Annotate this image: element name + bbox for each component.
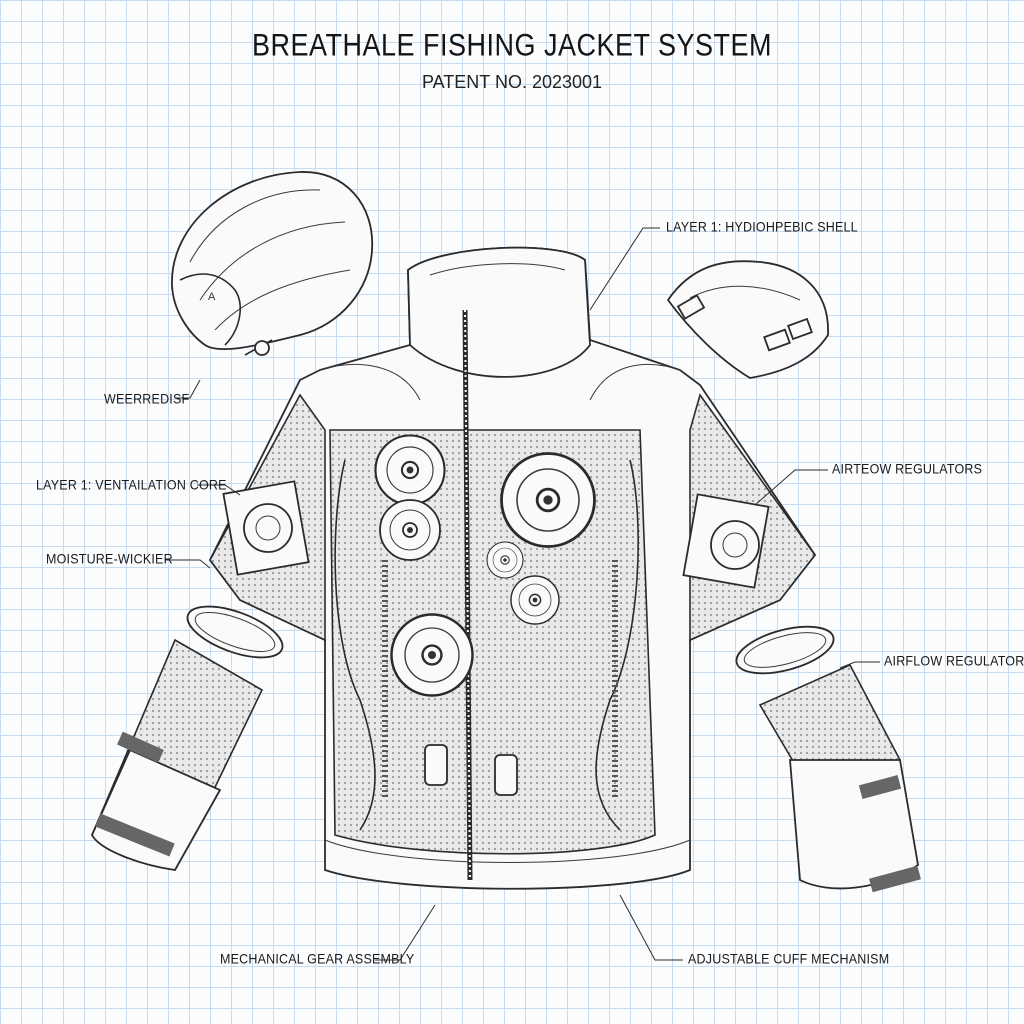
label-gear-assembly: MECHANICAL GEAR ASSEMBLY bbox=[220, 951, 415, 967]
patent-number: PATENT NO. 2023001 bbox=[421, 72, 603, 92]
jacket-body bbox=[208, 246, 817, 890]
shoulder-pad bbox=[666, 260, 829, 379]
hood: A bbox=[171, 171, 373, 356]
left-sleeve bbox=[90, 605, 284, 871]
label-weerredisf: WEERREDISF bbox=[104, 391, 190, 407]
hood-tag: A bbox=[208, 291, 216, 303]
label-airflow-regulators-lower: AIRFLOW REGULATORS bbox=[884, 653, 1024, 669]
label-airflow-regulators-upper: AIRTEOW REGULATORS bbox=[832, 461, 983, 477]
right-sleeve bbox=[735, 625, 921, 893]
diagram-title: BREATHALE FISHING JACKET SYSTEM bbox=[251, 27, 773, 63]
label-cuff-mechanism: ADJUSTABLE CUFF MECHANISM bbox=[688, 951, 890, 967]
leader-lines bbox=[165, 227, 880, 961]
label-moisture-wicking: MOISTURE-WICKIER bbox=[46, 551, 173, 567]
label-hydrophobic-shell: LAYER 1: HYDIOHPEBIC SHELL bbox=[666, 219, 858, 235]
label-ventilation-core: LAYER 1: VENTAILATION CORE bbox=[36, 477, 227, 493]
